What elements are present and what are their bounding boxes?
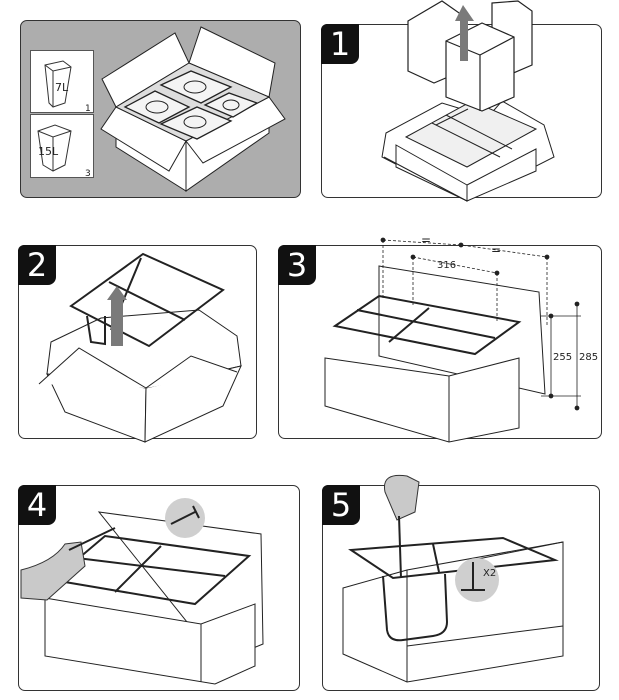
hand-icon (383, 474, 420, 521)
open-box-with-bins-illustration (100, 26, 286, 192)
screw-icon (461, 562, 485, 591)
equal-mark-right: = (491, 243, 501, 257)
up-arrow-icon (455, 5, 474, 61)
step-number-badge: 5 (322, 485, 360, 525)
hand-icon (20, 541, 86, 601)
large-bin-icon: 15L 3 (37, 124, 91, 179)
outer-height-label: 285 (579, 352, 598, 363)
screw-frame-base-illustration: X2 (342, 474, 564, 683)
screw-detail-callout (455, 558, 499, 602)
step-4-panel: 4 (18, 485, 300, 691)
dimension-lines (382, 239, 548, 326)
contents-panel: 7L 1 15L 3 (20, 20, 301, 198)
bin-quantity-label: 3 (85, 169, 91, 179)
up-arrow-icon (107, 286, 127, 346)
bin-quantity-label: 1 (85, 104, 91, 114)
step-number-badge: 3 (278, 245, 316, 285)
step-number-badge: 4 (18, 485, 56, 525)
step-3-panel: 3 = = 316 255 285 (278, 233, 602, 443)
step-number-badge: 2 (18, 245, 56, 285)
bin-card-7l: 7L 1 (30, 50, 94, 114)
lift-frame-illustration (38, 252, 242, 443)
screwdriver-icon (68, 527, 116, 551)
fastener-count-label: X2 (483, 568, 496, 579)
small-bin-icon: 7L 1 (44, 60, 91, 114)
bin-capacity-label: 15L (38, 145, 59, 158)
width-dimension-label: 316 (437, 260, 456, 271)
step-1-panel: 1 (321, 0, 602, 202)
inner-height-label: 255 (553, 352, 572, 363)
height-dimension-lines (380, 237, 581, 411)
frame (348, 536, 559, 642)
step-2-panel: 2 (18, 245, 257, 443)
screwdriver-icon (398, 515, 402, 579)
screw-frame-back-illustration (20, 498, 264, 685)
equal-mark-left: = (421, 233, 431, 247)
screw-icon (170, 505, 200, 525)
bin-capacity-label: 7L (55, 81, 69, 94)
bin-lids (123, 70, 259, 140)
remove-bins-illustration (381, 0, 555, 202)
frame (332, 294, 522, 356)
step-number-badge: 1 (321, 24, 359, 64)
step-5-panel: 5 X2 (322, 474, 600, 691)
bin-card-15l: 15L 3 (30, 114, 94, 179)
frame (50, 534, 252, 606)
position-frame-illustration: = = 316 255 285 (324, 233, 598, 443)
